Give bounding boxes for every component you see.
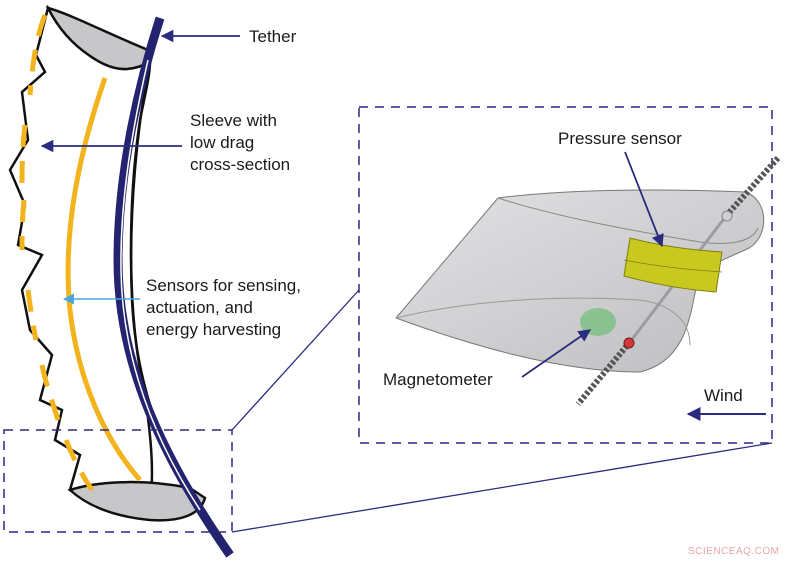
magnetometer-label: Magnetometer — [383, 370, 493, 389]
sensors-label: Sensors for sensing, actuation, and ener… — [146, 275, 301, 341]
sleeve-label-line-2: low drag — [190, 133, 255, 152]
outer-sensor-strips — [19, 14, 95, 492]
tether-highlight — [120, 59, 201, 511]
airfoil-top-edge — [497, 197, 759, 244]
sensors-label-line-2: actuation, and — [146, 298, 253, 317]
sleeve-label-line-1: Sleeve with — [190, 111, 277, 130]
sleeve-label-line-3: cross-section — [190, 155, 291, 174]
pressure-sensor-label: Pressure sensor — [558, 129, 682, 148]
tether-line — [113, 16, 234, 558]
sensors-label-line-3: energy harvesting — [146, 320, 282, 339]
tether-exit-top — [721, 210, 733, 222]
wind-label: Wind — [704, 386, 743, 405]
sleeve-bottom-cap — [67, 480, 207, 522]
airfoil-detail — [395, 151, 781, 421]
pressure-sensor-arrow — [624, 151, 664, 248]
pressure-sensor-edge — [623, 259, 723, 273]
sleeve-label: Sleeve with low drag cross-section — [190, 110, 290, 176]
zoom-connector-top — [231, 289, 360, 431]
detail-tether-lower — [575, 340, 633, 406]
zoom-connector-bottom — [231, 442, 773, 533]
airfoil-chord-line — [395, 297, 691, 346]
watermark: SCIENCEAQ.COM — [688, 546, 780, 557]
inner-sensor-line — [65, 77, 142, 482]
detail-tether-upper — [723, 155, 781, 219]
tether-exit-bottom — [623, 337, 635, 349]
magnetometer-blob — [580, 308, 616, 336]
pressure-sensor-patch — [623, 237, 723, 293]
sleeve-assembly — [8, 4, 207, 522]
tether-label: Tether — [249, 27, 297, 46]
magnetometer-arrow — [521, 329, 592, 378]
zoom-detail-box — [358, 106, 773, 444]
zoom-source-box — [3, 429, 233, 533]
sensors-label-line-1: Sensors for sensing, — [146, 276, 301, 295]
